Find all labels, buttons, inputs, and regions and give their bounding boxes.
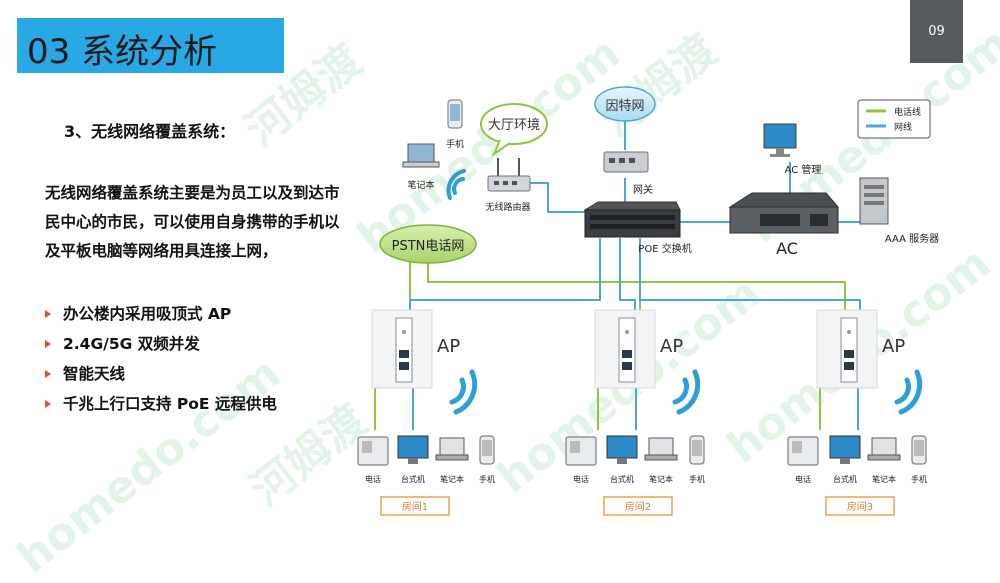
wifi-signal-icon xyxy=(449,377,466,405)
pstn-cloud: PSTN电话网 xyxy=(379,224,477,264)
legend-phone-line: 电话线 xyxy=(894,106,921,118)
ap-unit-3: AP xyxy=(816,309,923,415)
device-label: 笔记本 xyxy=(440,474,464,484)
device-label: 笔记本 xyxy=(872,474,896,484)
poe-switch: POE 交换机 xyxy=(583,201,692,255)
laptop-icon xyxy=(867,437,901,461)
room-label: 房间1 xyxy=(402,500,428,513)
device-label: 台式机 xyxy=(610,474,634,484)
list-item-text: 2.4G/5G 双频并发 xyxy=(63,335,200,353)
device-label: 笔记本 xyxy=(649,474,673,484)
section-paragraph: 无线网络覆盖系统主要是为员工以及到达市民中心的市民，可以使用自身携带的手机以及平… xyxy=(45,184,340,260)
device-label: 台式机 xyxy=(401,474,425,484)
gateway-label: 网关 xyxy=(633,183,653,196)
device-label: 手机 xyxy=(911,474,927,484)
phone-icon xyxy=(479,435,495,465)
gateway-device: 网关 xyxy=(603,151,653,196)
router-label: 无线路由器 xyxy=(485,201,530,213)
desk-phone-icon xyxy=(565,436,597,466)
desk-phone-icon xyxy=(787,436,819,466)
desktop-icon xyxy=(606,435,638,464)
aaa-server: AAA 服务器 xyxy=(859,177,939,245)
pstn-label: PSTN电话网 xyxy=(392,239,465,254)
device-label: 电话 xyxy=(365,474,381,484)
phone-icon: 手机 xyxy=(446,99,464,150)
room-label-box xyxy=(825,496,895,516)
device-label: 手机 xyxy=(689,474,705,484)
wifi-signal-icon xyxy=(446,169,466,200)
ac-management-label: AC 管理 xyxy=(785,163,822,176)
ac-management-monitor: AC 管理 xyxy=(763,123,822,176)
list-item: 办公楼内采用吸顶式 AP xyxy=(45,299,277,329)
device-label: 电话 xyxy=(573,474,589,484)
ap-label: AP xyxy=(882,336,905,357)
device-label: 手机 xyxy=(479,474,495,484)
room-group-3: 电话 台式机 笔记本 手机 房间3 xyxy=(787,435,927,516)
room-label: 房间3 xyxy=(847,500,873,513)
legend: 电话线 网线 xyxy=(857,99,931,139)
legend-network-line: 网线 xyxy=(894,121,912,133)
arrow-bullet-icon xyxy=(45,400,51,408)
title-bar: 03 系统分析 xyxy=(17,18,284,73)
wifi-signal-icon xyxy=(672,377,689,405)
desktop-icon xyxy=(397,435,429,464)
desktop-icon xyxy=(829,435,861,464)
list-item: 2.4G/5G 双频并发 xyxy=(45,329,277,359)
room-group-2: 电话 台式机 笔记本 手机 房间2 xyxy=(565,435,705,516)
ap-label: AP xyxy=(660,336,683,357)
room-label-box xyxy=(603,496,673,516)
network-diagram: 因特网 大厅环境 网关 手机 笔记本 无线路由器 xyxy=(357,86,939,516)
room-label: 房间2 xyxy=(625,500,651,513)
arrow-bullet-icon xyxy=(45,310,51,318)
device-label: 台式机 xyxy=(833,474,857,484)
ac-label: AC xyxy=(776,239,798,258)
lobby-bubble: 大厅环境 xyxy=(480,103,548,157)
arrow-bullet-icon xyxy=(45,340,51,348)
list-item-text: 办公楼内采用吸顶式 AP xyxy=(63,305,232,323)
phone-label: 手机 xyxy=(446,138,464,150)
phone-icon xyxy=(689,435,705,465)
internet-label: 因特网 xyxy=(605,99,644,114)
feature-list: 办公楼内采用吸顶式 AP 2.4G/5G 双频并发 智能天线 千兆上行口支持 P… xyxy=(45,299,277,419)
laptop-icon xyxy=(644,437,678,461)
page-number-badge: 09 xyxy=(910,0,963,63)
phone-icon xyxy=(911,435,927,465)
wireless-router: 无线路由器 xyxy=(485,158,531,213)
list-item-text: 千兆上行口支持 PoE 远程供电 xyxy=(63,395,277,413)
page-title: 03 系统分析 xyxy=(27,32,218,72)
ac-controller: AC xyxy=(728,192,840,258)
laptop-label: 笔记本 xyxy=(407,179,434,191)
ap-unit-2: AP xyxy=(594,309,701,415)
list-item: 千兆上行口支持 PoE 远程供电 xyxy=(45,389,277,419)
wifi-signal-icon xyxy=(894,377,911,405)
ap-unit-1: AP xyxy=(371,309,478,415)
aaa-server-label: AAA 服务器 xyxy=(885,232,939,245)
room-label-box xyxy=(380,496,450,516)
laptop-icon xyxy=(435,437,469,461)
internet-cloud: 因特网 xyxy=(594,86,656,122)
list-item: 智能天线 xyxy=(45,359,277,389)
desk-phone-icon xyxy=(357,436,389,466)
network-lines xyxy=(409,120,861,430)
room-group-1: 电话 台式机 笔记本 手机 房间1 xyxy=(357,435,495,516)
arrow-bullet-icon xyxy=(45,370,51,378)
section-subtitle: 3、无线网络覆盖系统： xyxy=(64,122,236,141)
lobby-label: 大厅环境 xyxy=(488,118,540,133)
ap-label: AP xyxy=(437,336,460,357)
laptop-icon: 笔记本 xyxy=(402,143,440,191)
poe-switch-label: POE 交换机 xyxy=(638,242,691,255)
list-item-text: 智能天线 xyxy=(63,365,126,383)
device-label: 电话 xyxy=(795,474,811,484)
